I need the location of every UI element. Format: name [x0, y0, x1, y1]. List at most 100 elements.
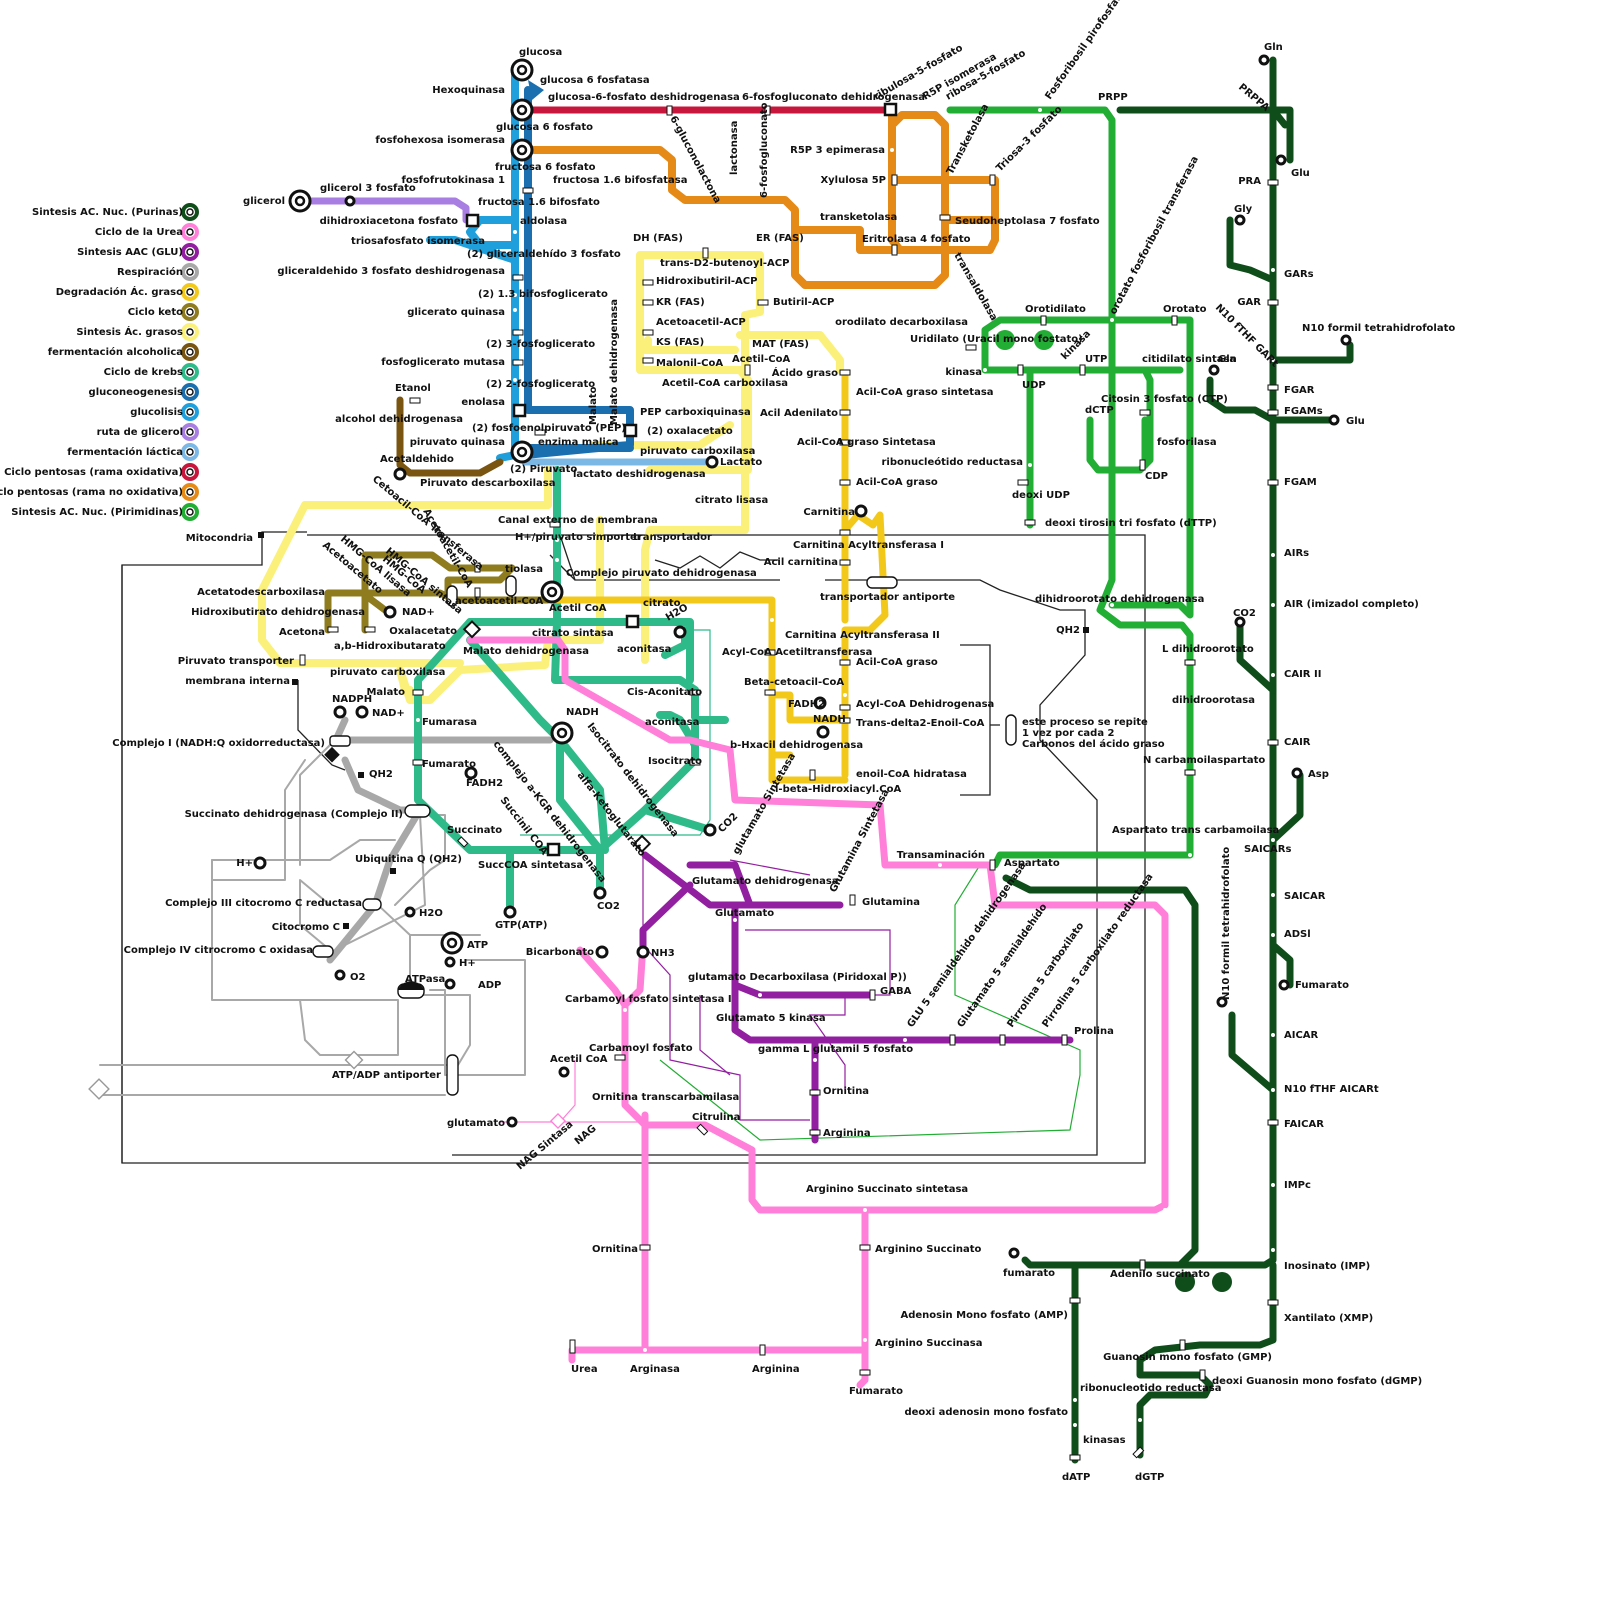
label-nh3: NH3	[651, 948, 675, 959]
label-nadph: NADPH	[332, 694, 372, 705]
label-f6p: fructosa 6 fosfato	[495, 162, 596, 173]
label-gdh: Glutamato dehidrogenasa	[692, 876, 839, 887]
legend-item: gluconeogenesis	[89, 383, 199, 401]
label-ksfas: KS (FAS)	[656, 337, 704, 348]
label-butirilacp: Butiril-ACP	[773, 297, 834, 308]
label-air: AIR (imizadol completo)	[1284, 599, 1419, 610]
legend-label: gluconeogenesis	[89, 387, 183, 398]
label-gar: GAR	[1237, 297, 1261, 308]
label-tiolasa2: Acyl-CoA Acetiltransferasa	[722, 647, 872, 658]
label-imp: Inosinato (IMP)	[1284, 1261, 1370, 1272]
label-butenoyl: trans-D2-butenoyl-ACP	[660, 258, 789, 269]
legend-label: Ciclo de krebs	[104, 367, 183, 378]
label-acetilcoa: Acetil CoA	[549, 603, 607, 614]
label-dctp: dCTP	[1085, 405, 1114, 416]
label-pdh: Complejo piruvato dehidrogenasa	[566, 568, 757, 579]
legend-item: Ciclo de krebs	[104, 363, 199, 381]
label-airs: AIRs	[1284, 548, 1309, 559]
line-fermentacion-alcoholica	[396, 396, 504, 477]
label-xmp: Xantilato (XMP)	[1284, 1313, 1373, 1324]
label-datp: dATP	[1062, 1472, 1090, 1483]
label-complejo1: Complejo I (NADH:Q oxidorreductasa)	[112, 738, 325, 749]
label-fosfogluconato: 6-fosfogluconato	[759, 102, 770, 198]
legend-item: Sintesis AC. Nuc. (Pirimidinas)	[11, 503, 199, 521]
label-asp: Asp	[1308, 769, 1329, 780]
label-atp: ATP	[467, 940, 488, 951]
label-ornitina-g: Ornitina	[823, 1086, 869, 1097]
label-amp: Adenosin Mono fosfato (AMP)	[900, 1310, 1068, 1321]
label-fadh2: FADH2	[466, 778, 503, 789]
label-n10: N10 formil tetrahidrofolato	[1302, 323, 1455, 334]
label-arginina: Arginina	[752, 1364, 800, 1375]
label-citrulina: Citrulina	[692, 1112, 740, 1123]
label-pra: PRA	[1238, 176, 1261, 187]
label-cp: Carbamoyl fosfato	[589, 1043, 693, 1054]
label-aciladenilato: Acil Adenilato	[760, 408, 838, 419]
label-dhap: dihidroxiacetona fosfato	[320, 216, 458, 227]
legend-item: Respiración	[117, 263, 199, 281]
label-dhodh: dihidroorotato dehidrogenasa	[1035, 594, 1204, 605]
label-carnitina: Carnitina	[803, 507, 855, 518]
label-kinasas: kinasas	[1083, 1435, 1126, 1446]
label-acetaldehido: Acetaldehido	[380, 454, 454, 465]
label-fumarasa: Fumarasa	[422, 717, 477, 728]
label-ompdc: orodilato decarboxilasa	[835, 317, 968, 328]
label-acilcoa2: Acil-CoA graso	[856, 657, 938, 668]
label-damp: deoxi adenosin mono fosfato	[904, 1407, 1068, 1418]
line-degradacion-acidos-grasos	[553, 371, 889, 784]
legend-item: Sintesis Ác. grasos	[76, 323, 199, 341]
label-fgam: FGAM	[1284, 477, 1317, 488]
label-symport: H+/piruvato simporter	[515, 532, 642, 543]
label-atc: Aspartato trans carbamoilasa	[1112, 825, 1279, 836]
line-gluconeogenesis	[521, 86, 634, 459]
label-fumarato-p: Fumarato	[1295, 980, 1349, 991]
legend-item: fermentación alcoholica	[48, 343, 199, 361]
label-oprt: orotato fosforibosil transferasa	[1108, 155, 1201, 317]
label-glutamina: Glutamina	[862, 897, 920, 908]
label-acilcoa: Acil-CoA graso	[856, 477, 938, 488]
label-oxal: (2) oxalacetato	[647, 426, 733, 437]
label-faicar: FAICAR	[1284, 1119, 1324, 1130]
label-kinasa: kinasa	[945, 367, 982, 378]
label-s7p: Seudoheptolasa 7 fosfato	[955, 216, 1100, 227]
label-utp: UTP	[1085, 354, 1107, 365]
legend-item: Degradación Ác. graso	[56, 283, 199, 301]
label-o2: O2	[350, 972, 366, 983]
label-cisaco: Cis-Aconitato	[627, 687, 702, 698]
label-g6p: glucosa 6 fosfato	[496, 122, 593, 133]
label-ubiq: Ubiquitina Q (QH2)	[355, 854, 462, 865]
label-complejo3: Complejo III citocromo C reductasa	[165, 898, 362, 909]
label-orotato: Orotato	[1163, 304, 1207, 315]
label-dihidroorotato: L dihidroorotato	[1162, 644, 1254, 655]
label-acad: Acyl-CoA Dehidrogenasa	[856, 699, 994, 710]
label-gly: Gly	[1234, 204, 1253, 215]
label-glutamato-u: glutamato	[447, 1118, 505, 1129]
line-sintesis-purinas	[1002, 56, 1354, 1464]
label-acetilcoa-u: Acetil CoA	[550, 1054, 608, 1065]
label-piruvato: (2) Piruvato	[510, 464, 577, 475]
label-pc: piruvato carboxilasa	[640, 446, 755, 457]
label-pk: piruvato quinasa	[410, 437, 505, 448]
label-cair: CAIR	[1284, 737, 1311, 748]
label-glu: Glu	[1291, 168, 1310, 179]
label-acetoacetilacp: Acetoacetil-ACP	[656, 317, 746, 328]
label-f16bpasa: fructosa 1.6 bifosfatasa	[553, 175, 687, 186]
label-adsl: ADSl	[1284, 929, 1311, 940]
legend-label: Respiración	[117, 266, 183, 278]
label-etanol: Etanol	[395, 383, 431, 394]
label-gars: GARs	[1284, 269, 1314, 280]
label-triosa3: Triosa-3 fosfato	[994, 104, 1064, 174]
label-saicars: SAICARs	[1244, 844, 1291, 855]
label-arginasa: Arginasa	[630, 1364, 680, 1375]
label-glicerol: glicerol	[243, 196, 285, 207]
label-matfas: MAT (FAS)	[752, 339, 809, 350]
label-g3fosfato: glicerol 3 fosfato	[320, 183, 416, 194]
label-pfk: fosfofrutokinasa 1	[401, 175, 505, 186]
label-bicarbonato: Bicarbonato	[526, 947, 594, 958]
label-gap: (2) gliceraldehído 3 fosfato	[467, 248, 621, 260]
label-dihidroorotasa: dihidroorotasa	[1172, 695, 1255, 706]
label-scs: SuccCOA sintetasa	[478, 860, 583, 871]
label-g6fosfatasa: glucosa 6 fosfatasa	[540, 75, 650, 86]
legend-label: Degradación Ác. graso	[56, 285, 183, 298]
label-pepck: PEP carboxiquinasa	[640, 407, 751, 418]
